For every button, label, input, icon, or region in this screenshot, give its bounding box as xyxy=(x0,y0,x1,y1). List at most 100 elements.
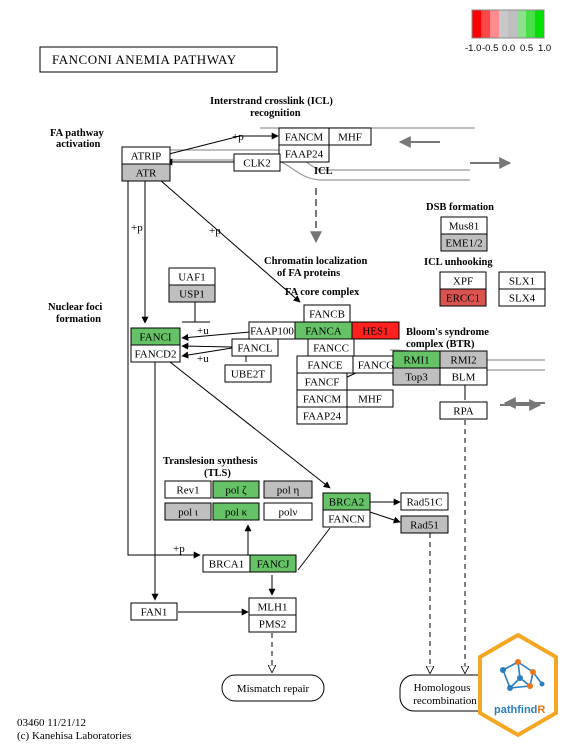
gene-node-brca2[interactable]: BRCA2 xyxy=(322,492,371,511)
legend-swatch xyxy=(472,10,482,38)
gene-node-fancm-top[interactable]: FANCM xyxy=(278,127,330,146)
gene-node-label: UAF1 xyxy=(178,272,206,284)
gene-node-mus81[interactable]: Mus81 xyxy=(440,216,488,235)
heading-icl-sub: recognition xyxy=(250,108,301,119)
gene-node-box xyxy=(400,515,449,534)
edge-label-p: +p xyxy=(209,225,221,237)
edge-label-u: +u xyxy=(197,353,209,365)
gene-node-poleta[interactable]: pol η xyxy=(263,480,313,499)
gene-node-mhf-core[interactable]: MHF xyxy=(346,389,394,408)
gene-node-fancm-core[interactable]: FANCM xyxy=(296,389,348,408)
gene-node-fancd2[interactable]: FANCD2 xyxy=(130,344,181,363)
gene-node-label: Rad51 xyxy=(410,520,439,532)
gene-node-box xyxy=(212,502,260,521)
gene-node-label: EME1/2 xyxy=(445,238,482,250)
gene-node-label: FAN1 xyxy=(141,607,168,619)
legend-swatch xyxy=(499,10,509,38)
mismatch-repair-node[interactable] xyxy=(221,674,325,702)
gene-node-usp1[interactable]: USP1 xyxy=(168,284,216,303)
gene-node-box xyxy=(440,233,488,252)
gene-node-rad51c[interactable]: Rad51C xyxy=(400,492,449,511)
gene-node-label: FANCE xyxy=(307,360,343,372)
gene-node-box xyxy=(249,554,297,573)
gene-node-fan1[interactable]: FAN1 xyxy=(130,602,178,621)
gene-node-clk2[interactable]: CLK2 xyxy=(233,153,281,172)
gene-node-rmi1[interactable]: RMI1 xyxy=(392,350,441,369)
gene-node-rpa[interactable]: RPA xyxy=(439,401,488,420)
mismatch-repair-label: Mismatch repair xyxy=(237,683,310,695)
gene-node-slx1[interactable]: SLX1 xyxy=(498,271,546,290)
svg-text:pathfindR: pathfindR xyxy=(494,704,545,716)
gene-node-faap24-top[interactable]: FAAP24 xyxy=(278,144,330,163)
gene-node-fancb[interactable]: FANCB xyxy=(303,304,351,323)
legend-swatch xyxy=(490,10,500,38)
gene-node-poli[interactable]: pol ι xyxy=(164,502,212,521)
gene-node-blm[interactable]: BLM xyxy=(439,367,488,386)
legend-tick: 0.0 xyxy=(502,43,515,54)
gene-node-fancg[interactable]: FANCG xyxy=(352,355,400,374)
gene-node-ercc1[interactable]: ERCC1 xyxy=(439,288,487,307)
gene-node-fancc[interactable]: FANCC xyxy=(307,338,355,357)
gene-node-box xyxy=(439,401,488,420)
legend-tick: 0.5 xyxy=(520,43,533,54)
gene-node-fancf[interactable]: FANCF xyxy=(296,372,348,391)
gene-node-label: FAAP100 xyxy=(250,326,294,338)
gene-node-brca1[interactable]: BRCA1 xyxy=(202,554,251,573)
heading-fa-activation: FA pathway xyxy=(50,128,105,139)
gene-node-faap100[interactable]: FAAP100 xyxy=(248,321,296,340)
gene-node-xpf[interactable]: XPF xyxy=(439,271,487,290)
gene-node-polv[interactable]: polν xyxy=(263,502,313,521)
gene-node-ube2t[interactable]: UBE2T xyxy=(224,364,272,383)
gene-node-faap24-core[interactable]: FAAP24 xyxy=(296,406,348,425)
gene-node-fanci[interactable]: FANCI xyxy=(130,327,181,346)
gene-node-box xyxy=(498,288,546,307)
gene-node-label: pol κ xyxy=(225,507,248,519)
legend-swatch xyxy=(508,10,518,38)
gene-node-fancl[interactable]: FANCL xyxy=(231,338,279,357)
gene-node-atrip[interactable]: ATRIP xyxy=(121,146,171,165)
gene-node-label: polν xyxy=(278,507,297,519)
heading-icl: Interstrand crosslink (ICL) xyxy=(210,96,333,107)
gene-node-fance[interactable]: FANCE xyxy=(296,355,354,374)
gene-node-mhf-top[interactable]: MHF xyxy=(328,127,372,146)
gene-node-uaf1[interactable]: UAF1 xyxy=(168,267,216,286)
gene-node-slx4[interactable]: SLX4 xyxy=(498,288,546,307)
gene-node-rad51[interactable]: Rad51 xyxy=(400,515,449,534)
edge-label-p: +p xyxy=(173,543,185,555)
gene-node-label: FANCF xyxy=(305,377,340,389)
gene-node-rmi2[interactable]: RMI2 xyxy=(439,350,488,369)
legend-swatch xyxy=(526,10,536,38)
gene-node-label: FANCN xyxy=(328,514,365,526)
gene-node-polz[interactable]: pol ζ xyxy=(212,480,260,499)
gene-node-atr[interactable]: ATR xyxy=(121,163,171,182)
gene-node-label: FAAP24 xyxy=(303,411,342,423)
gene-node-label: FANCA xyxy=(305,326,342,338)
gene-node-box xyxy=(439,288,487,307)
gene-node-eme12[interactable]: EME1/2 xyxy=(440,233,488,252)
gene-node-label: PMS2 xyxy=(259,619,287,631)
gene-node-fancj[interactable]: FANCJ xyxy=(249,554,297,573)
gene-node-label: MHF xyxy=(358,394,382,406)
gene-node-label: pol ι xyxy=(178,507,198,519)
gene-node-box xyxy=(168,284,216,303)
gene-node-label: RMI2 xyxy=(450,355,476,367)
gene-node-top3[interactable]: Top3 xyxy=(392,367,441,386)
gene-node-box xyxy=(263,480,313,499)
gene-node-label: pol ζ xyxy=(225,485,247,497)
gene-node-fanca[interactable]: FANCA xyxy=(294,321,353,340)
gene-node-hes1[interactable]: HES1 xyxy=(351,321,400,340)
gene-node-pms2[interactable]: PMS2 xyxy=(248,614,297,633)
gene-node-fancn[interactable]: FANCN xyxy=(322,509,371,528)
gene-node-label: BRCA2 xyxy=(329,497,364,509)
gene-node-box xyxy=(263,502,313,521)
gene-node-label: FANCC xyxy=(313,343,349,355)
legend-tick: 1.0 xyxy=(538,43,551,54)
heading-tls-sub: (TLS) xyxy=(204,468,231,479)
gene-node-label: ERCC1 xyxy=(446,293,480,305)
gene-node-label: Rad51C xyxy=(406,497,442,509)
gene-node-label: FANCI xyxy=(139,332,172,344)
gene-node-polk[interactable]: pol κ xyxy=(212,502,260,521)
gene-node-label: BRCA1 xyxy=(209,559,244,571)
gene-node-rev1[interactable]: Rev1 xyxy=(164,480,212,499)
gene-node-mlh1[interactable]: MLH1 xyxy=(248,597,297,616)
